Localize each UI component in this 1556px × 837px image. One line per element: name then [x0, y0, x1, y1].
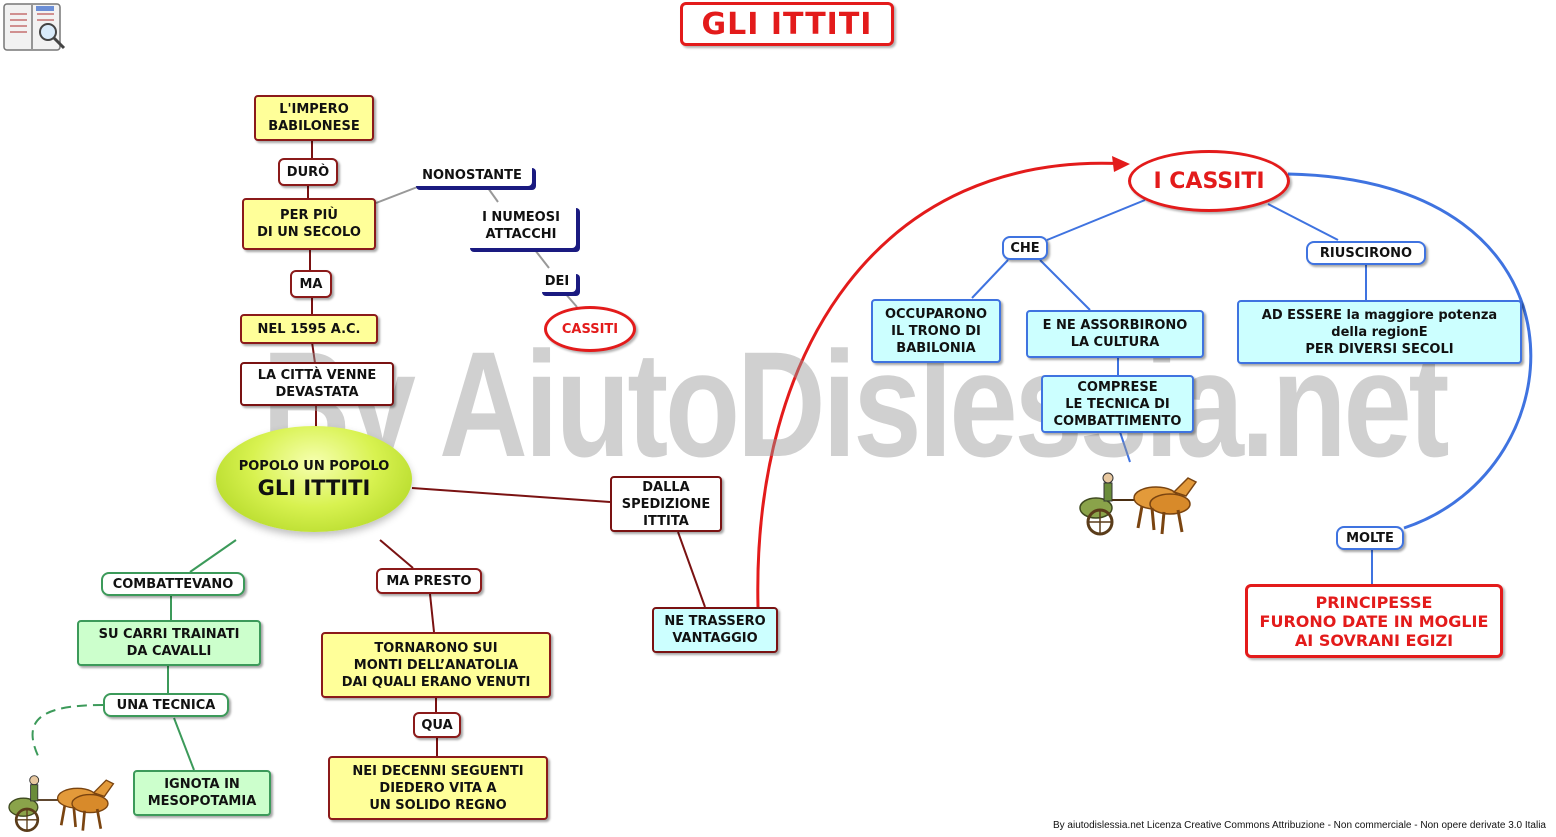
maggiore-potenza-node: AD ESSERE la maggiore potenza della regi… — [1237, 300, 1522, 364]
ignota-mesopotamia-node: IGNOTA IN MESOPOTAMIA — [133, 770, 271, 816]
numerosi-attacchi-label: I NUMEOSI ATTACCHI — [466, 204, 576, 248]
molte-label: MOLTE — [1336, 526, 1404, 550]
una-tecnica-label: UNA TECNICA — [103, 693, 229, 717]
nonostante-label: NONOSTANTE — [412, 164, 532, 186]
dei-label: DEI — [538, 270, 576, 292]
tornarono-node: TORNARONO SUI MONTI DELL’ANATOLIA DAI QU… — [321, 632, 551, 698]
ma-label: MA — [290, 270, 332, 298]
citta-devastata-node: LA CITTÀ VENNE DEVASTATA — [240, 362, 394, 406]
book-magnifier-icon — [3, 3, 66, 51]
carri-trainati-node: SU CARRI TRAINATI DA CAVALLI — [77, 620, 261, 666]
piu-secolo-node: PER PIÙ DI UN SECOLO — [242, 198, 376, 250]
comprese-tecnica-node: COMPRESE LE TECNICA DI COMBATTIMENTO — [1041, 375, 1194, 433]
central-topic-node: POPOLO UN POPOLO GLI ITTITI — [216, 426, 412, 532]
occuparono-trono-node: OCCUPARONO IL TRONO DI BABILONIA — [871, 299, 1001, 363]
ma-presto-label: MA PRESTO — [376, 568, 482, 594]
che-label: CHE — [1002, 236, 1048, 260]
principesse-node: PRINCIPESSE FURONO DATE IN MOGLIE AI SOV… — [1245, 584, 1503, 658]
i-cassiti-oval: I CASSITI — [1128, 150, 1290, 212]
qua-label: QUA — [413, 712, 461, 738]
page-title: GLI ITTITI — [680, 2, 894, 46]
dalla-spedizione-node: DALLA SPEDIZIONE ITTITA — [610, 476, 722, 532]
ne-trassero-vantaggio-node: NE TRASSERO VANTAGGIO — [652, 607, 778, 653]
license-credit: By aiutodislessia.net Licenza Creative C… — [1052, 820, 1546, 831]
riuscirono-label: RIUSCIRONO — [1306, 241, 1426, 265]
nel-1595-node: NEL 1595 A.C. — [240, 314, 378, 344]
impero-babilonese-node: L'IMPERO BABILONESE — [254, 95, 374, 141]
decenni-seguenti-node: NEI DECENNI SEGUENTI DIEDERO VITA A UN S… — [328, 756, 548, 820]
assorbirono-cultura-node: E NE ASSORBIRONO LA CULTURA — [1026, 310, 1204, 358]
cassiti-small-oval: CASSITI — [544, 306, 636, 352]
central-title: GLI ITTITI — [257, 475, 371, 500]
duro-label: DURÒ — [278, 158, 338, 186]
combattevano-label: COMBATTEVANO — [101, 572, 245, 596]
central-subtitle: POPOLO UN POPOLO — [238, 458, 390, 474]
horse-chariot-icon — [1079, 472, 1198, 536]
horse-chariot-icon — [8, 775, 115, 832]
